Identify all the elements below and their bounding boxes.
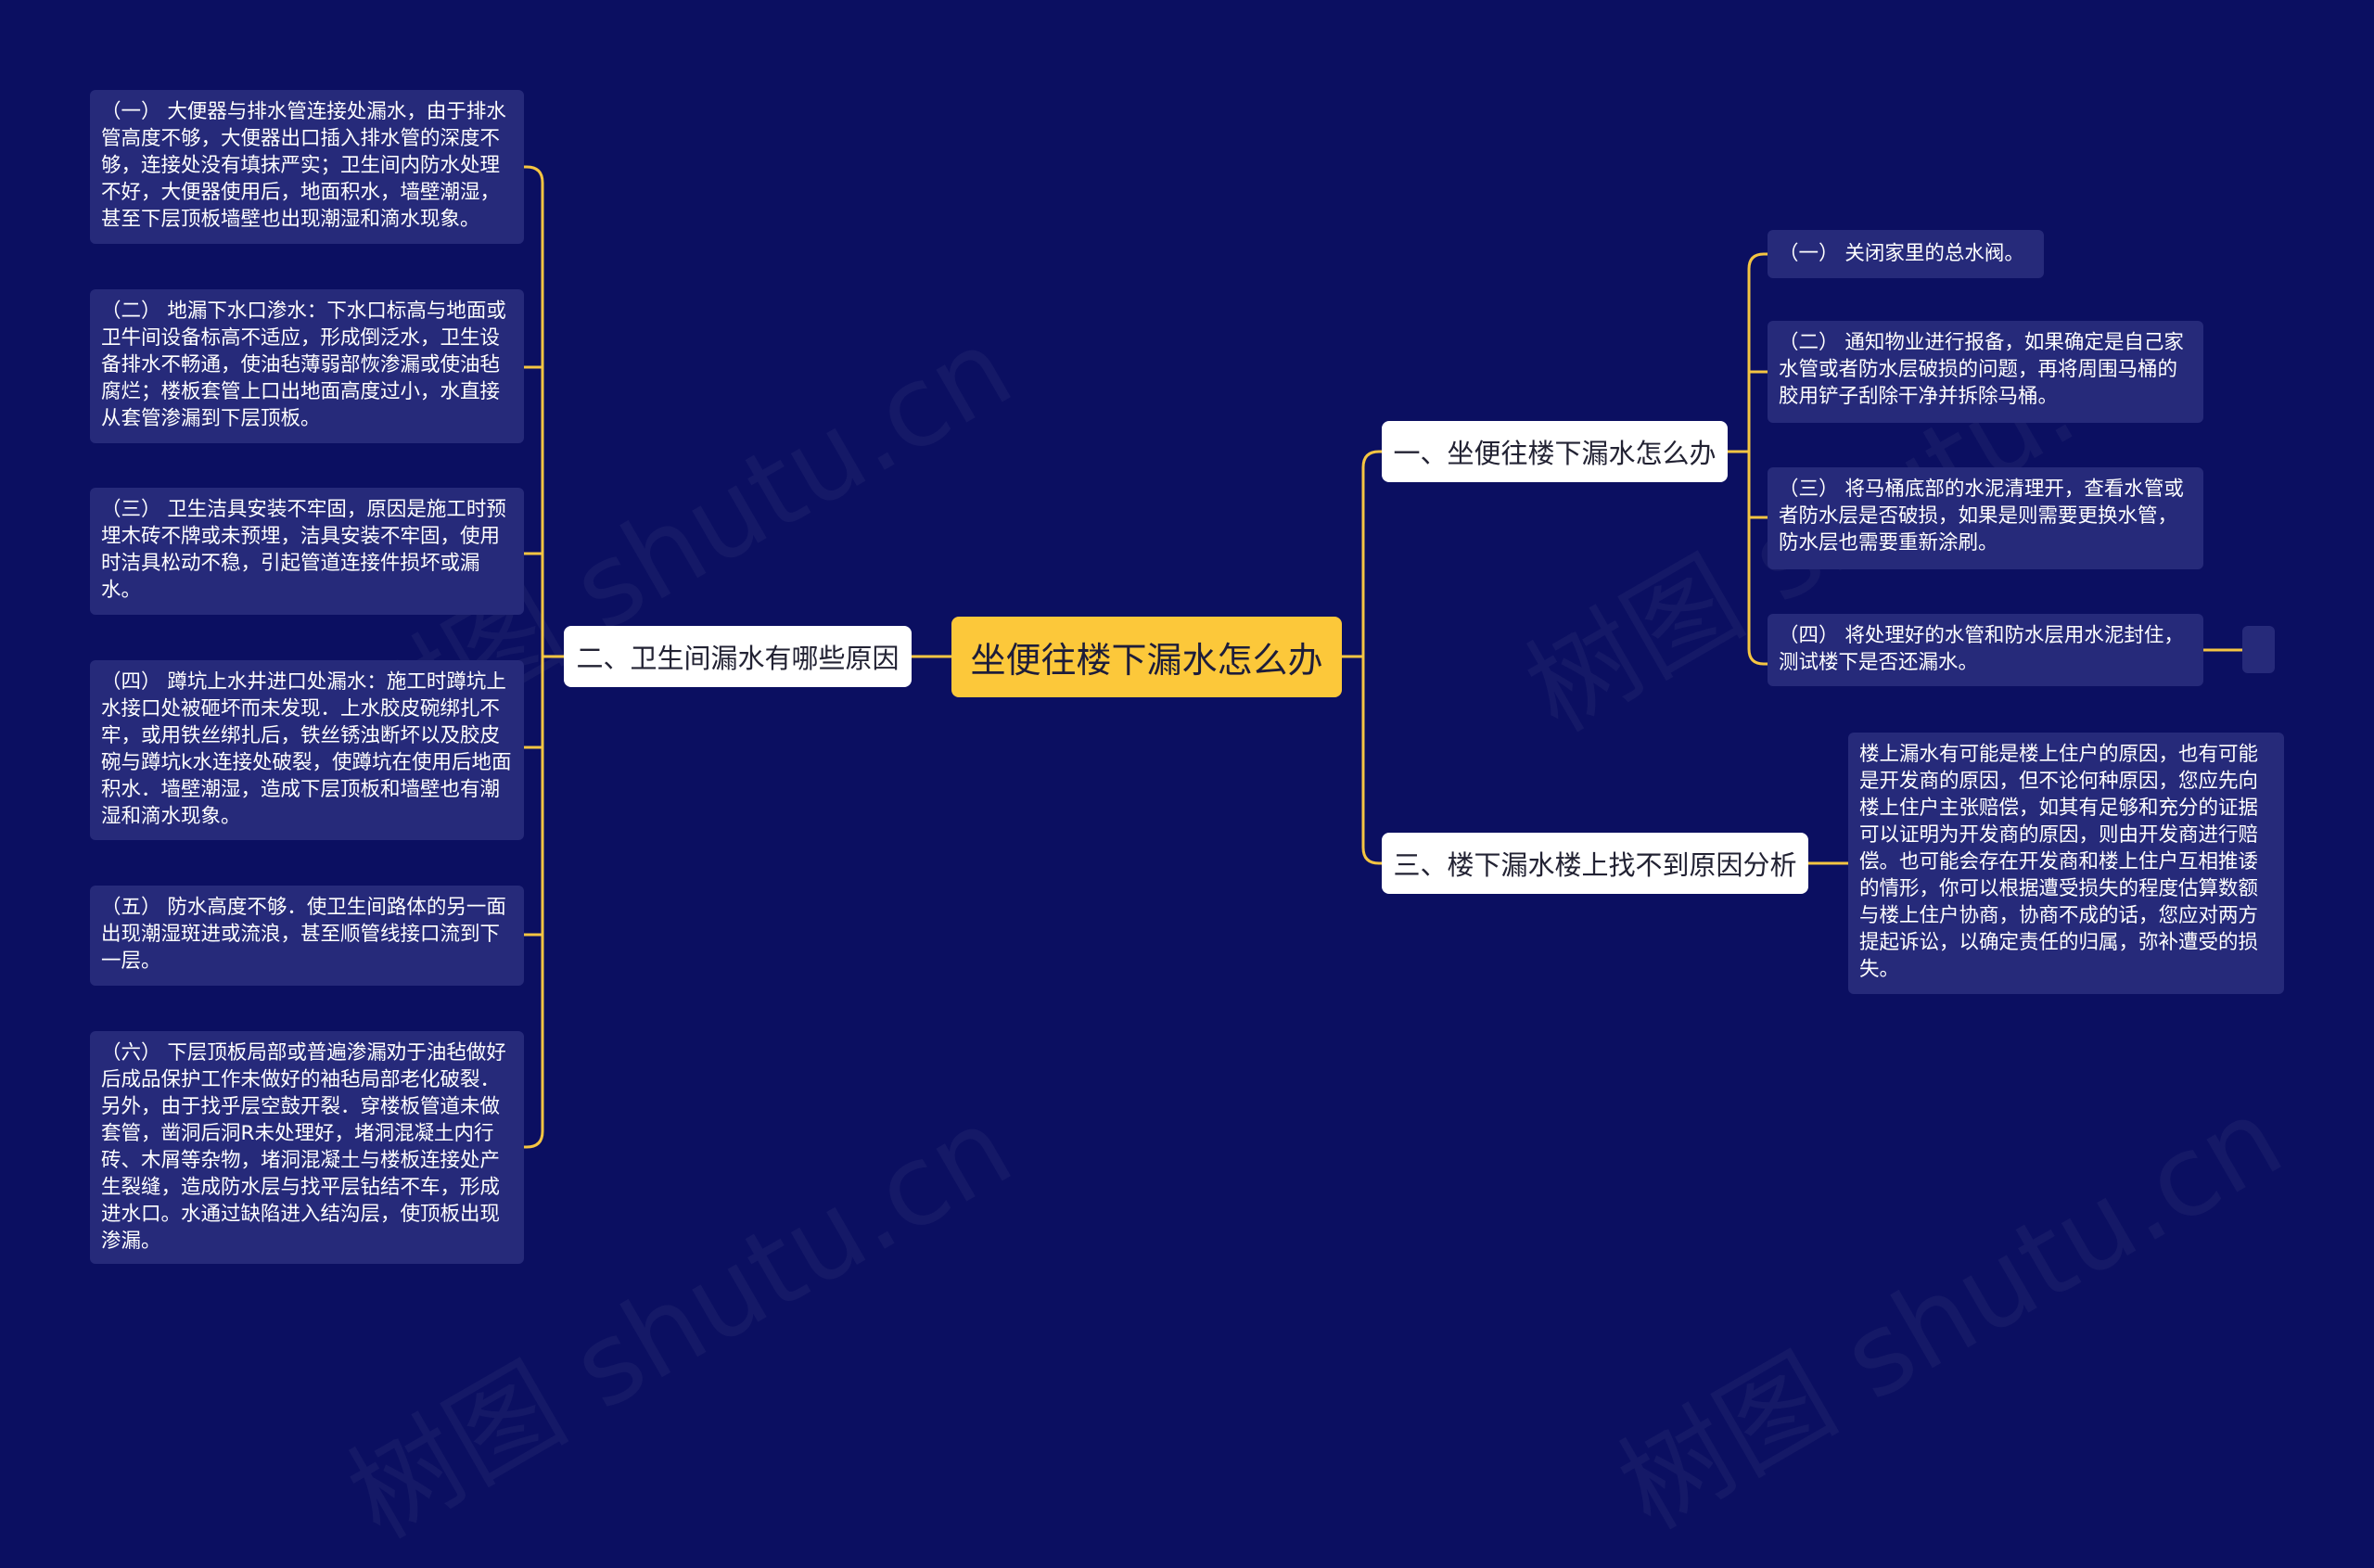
b2-item-1-text: （一） 大便器与排水管连接处漏水，由于排水管高度不够，大便器出口插入排水管的深度… xyxy=(101,100,506,231)
b2-item-4[interactable]: （四） 蹲坑上水井进口处漏水：施工时蹲坑上水接口处被砸坏而未发现．上水胶皮碗绑扎… xyxy=(90,660,524,840)
b1-item-4-text: （四） 将处理好的水管和防水层用水泥封住，测试楼下是否还漏水。 xyxy=(1779,624,2184,674)
mind-map-canvas: 树图 shutu.cn 树图 shutu.cn 树图 shutu.cn 树图 s… xyxy=(90,90,2303,1563)
b1-item-4[interactable]: （四） 将处理好的水管和防水层用水泥封住，测试楼下是否还漏水。 xyxy=(1768,614,2203,686)
connector-b1-spine xyxy=(1747,252,1768,666)
root-topic[interactable]: 坐便往楼下漏水怎么办 xyxy=(951,617,1342,697)
b2-item-2-text: （二） 地漏下水口渗水：下水口标高与地面或卫牛间设备标高不适应，形成倒泛水，卫生… xyxy=(101,300,506,430)
branch-topic-3-label: 三、楼下漏水楼上找不到原因分析 xyxy=(1393,849,1797,881)
connector-right-spine xyxy=(1361,450,1382,865)
branch-topic-3[interactable]: 三、楼下漏水楼上找不到原因分析 xyxy=(1382,833,1808,894)
b2-item-6[interactable]: （六） 下层顶板局部或普遍渗漏劝于油毡做好后成品保护工作未做好的袖毡局部老化破裂… xyxy=(90,1031,524,1264)
b1-item-3-text: （三） 将马桶底部的水泥清理开，查看水管或者防水层是否破损，如果是则需要更换水管… xyxy=(1779,478,2184,555)
b2-item-5[interactable]: （五） 防水高度不够．使卫生间路体的另一面出现潮湿斑进或流浪，甚至顺管线接口流到… xyxy=(90,886,524,986)
branch-topic-1[interactable]: 一、坐便往楼下漏水怎么办 xyxy=(1382,421,1728,482)
collapsed-child-stub[interactable] xyxy=(2242,626,2275,673)
b1-item-1[interactable]: （一） 关闭家里的总水阀。 xyxy=(1768,230,2044,278)
b2-item-6-text: （六） 下层顶板局部或普遍渗漏劝于油毡做好后成品保护工作未做好的袖毡局部老化破裂… xyxy=(101,1041,506,1253)
branch-topic-2-label: 二、卫生间漏水有哪些原因 xyxy=(576,643,900,674)
branch-topic-2[interactable]: 二、卫生间漏水有哪些原因 xyxy=(564,626,912,687)
watermark: 树图 shutu.cn xyxy=(1586,1051,2305,1560)
b1-item-2-text: （二） 通知物业进行报备，如果确定是自己家水管或者防水层破损的问题，再将周围马桶… xyxy=(1779,331,2184,408)
connector-b2-spine xyxy=(524,165,544,1149)
root-topic-label: 坐便往楼下漏水怎么办 xyxy=(970,640,1323,681)
b1-item-2[interactable]: （二） 通知物业进行报备，如果确定是自己家水管或者防水层破损的问题，再将周围马桶… xyxy=(1768,321,2203,423)
b1-item-3[interactable]: （三） 将马桶底部的水泥清理开，查看水管或者防水层是否破损，如果是则需要更换水管… xyxy=(1768,467,2203,569)
b2-item-5-text: （五） 防水高度不够．使卫生间路体的另一面出现潮湿斑进或流浪，甚至顺管线接口流到… xyxy=(101,896,506,973)
b3-item-1-text: 楼上漏水有可能是楼上住户的原因，也有可能是开发商的原因，但不论何种原因，您应先向… xyxy=(1859,743,2259,981)
b2-item-1[interactable]: （一） 大便器与排水管连接处漏水，由于排水管高度不够，大便器出口插入排水管的深度… xyxy=(90,90,524,244)
b3-item-1[interactable]: 楼上漏水有可能是楼上住户的原因，也有可能是开发商的原因，但不论何种原因，您应先向… xyxy=(1848,733,2284,994)
b2-item-2[interactable]: （二） 地漏下水口渗水：下水口标高与地面或卫牛间设备标高不适应，形成倒泛水，卫生… xyxy=(90,289,524,443)
b2-item-3[interactable]: （三） 卫生洁具安装不牢固，原因是施工时预埋木砖不牌或未预埋，洁具安装不牢固，使… xyxy=(90,488,524,615)
b2-item-3-text: （三） 卫生洁具安装不牢固，原因是施工时预埋木砖不牌或未预埋，洁具安装不牢固，使… xyxy=(101,498,506,602)
b2-item-4-text: （四） 蹲坑上水井进口处漏水：施工时蹲坑上水接口处被砸坏而未发现．上水胶皮碗绑扎… xyxy=(101,670,512,828)
branch-topic-1-label: 一、坐便往楼下漏水怎么办 xyxy=(1393,438,1717,469)
b1-item-1-text: （一） 关闭家里的总水阀。 xyxy=(1779,242,2024,265)
